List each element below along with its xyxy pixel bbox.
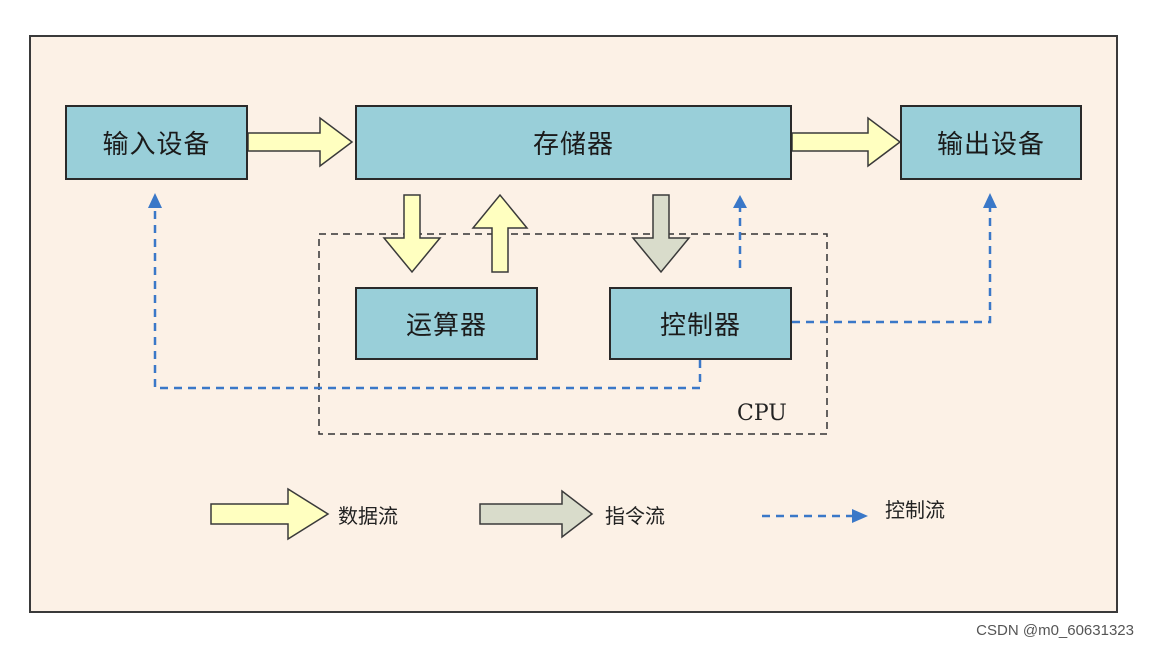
control-flow-line-to-input — [153, 208, 702, 390]
legend-data-flow-label: 数据流 — [338, 504, 398, 528]
control-flow-arrowhead-output — [983, 193, 997, 208]
output-device-label: 输出设备 — [936, 130, 1045, 160]
control-flow-arrowhead-memory — [733, 195, 747, 208]
control-flow-arrowhead-input — [148, 193, 162, 208]
alu-label: 运算器 — [405, 311, 487, 341]
legend-control-flow-arrowhead — [852, 509, 868, 523]
data-flow-arrow-alu-to-memory — [471, 193, 529, 273]
cpu-label: CPU — [737, 401, 787, 426]
watermark: CSDN @m0_60631323 — [972, 622, 1138, 639]
memory-label: 存储器 — [532, 130, 614, 160]
data-flow-arrow-input-to-memory — [247, 116, 354, 168]
data-flow-arrow-memory-to-output — [791, 116, 902, 168]
output-device-box: 输出设备 — [900, 105, 1082, 180]
data-flow-arrow-memory-to-alu — [382, 194, 442, 274]
legend-data-flow-arrow — [210, 487, 330, 541]
instruction-flow-arrow-memory-to-controller — [631, 194, 691, 274]
cpu-region — [318, 233, 828, 435]
legend-instruction-flow-label: 指令流 — [605, 504, 665, 528]
control-flow-line-to-output — [792, 208, 992, 324]
input-device-box: 输入设备 — [65, 105, 248, 180]
legend-control-flow-label: 控制流 — [885, 498, 945, 522]
controller-box: 控制器 — [609, 287, 792, 360]
input-device-label: 输入设备 — [102, 130, 211, 160]
memory-box: 存储器 — [355, 105, 792, 180]
controller-label: 控制器 — [659, 311, 741, 341]
alu-box: 运算器 — [355, 287, 538, 360]
legend-instruction-flow-arrow — [479, 489, 594, 539]
